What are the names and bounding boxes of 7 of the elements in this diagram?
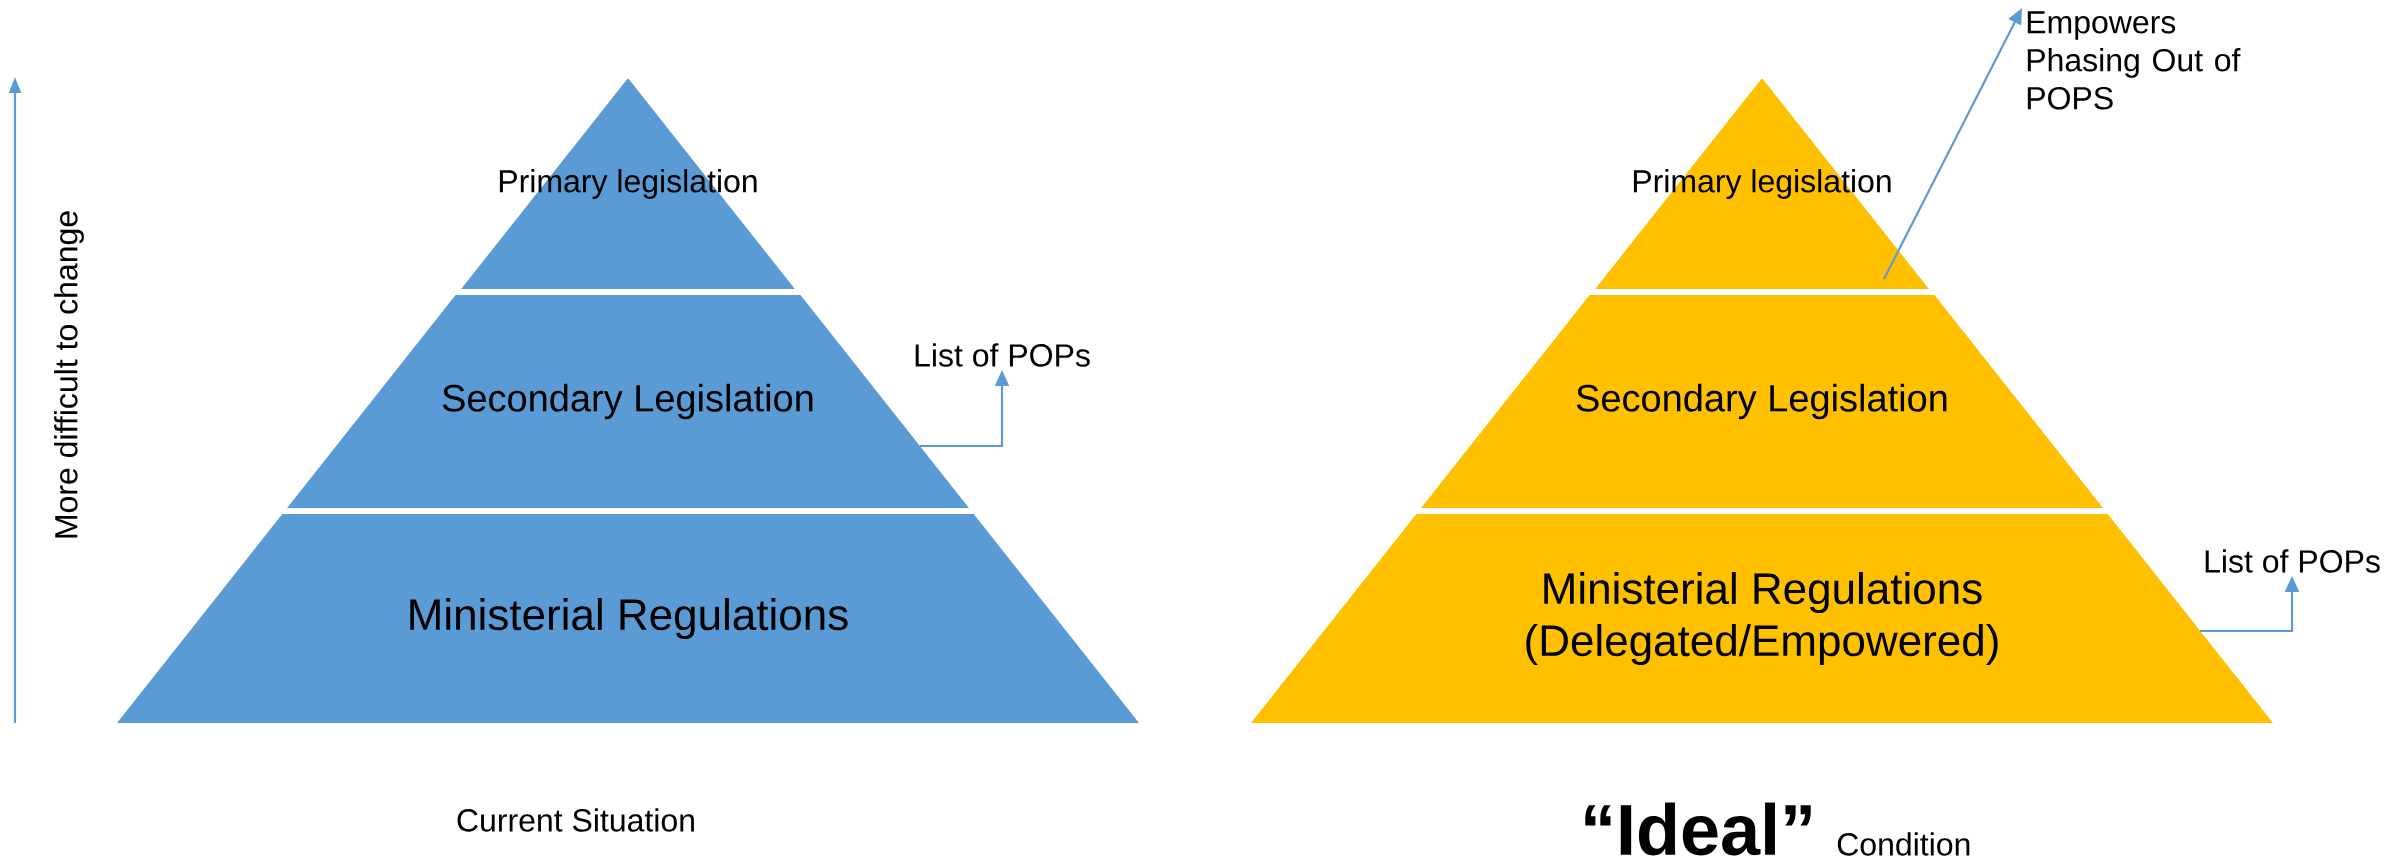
callout-text: Empowers Phasing Out of POPS xyxy=(2027,11,2241,110)
axis-label: More difficult to change xyxy=(54,211,84,538)
caption: Condition xyxy=(1837,832,1970,856)
pyramid-tier: Secondary Legislation xyxy=(1421,295,2103,508)
caption-heading: “Ideal” xyxy=(1585,802,1811,856)
caption: Current Situation xyxy=(457,808,694,832)
pyramid-tier: Ministerial Regulations xyxy=(117,514,1139,723)
